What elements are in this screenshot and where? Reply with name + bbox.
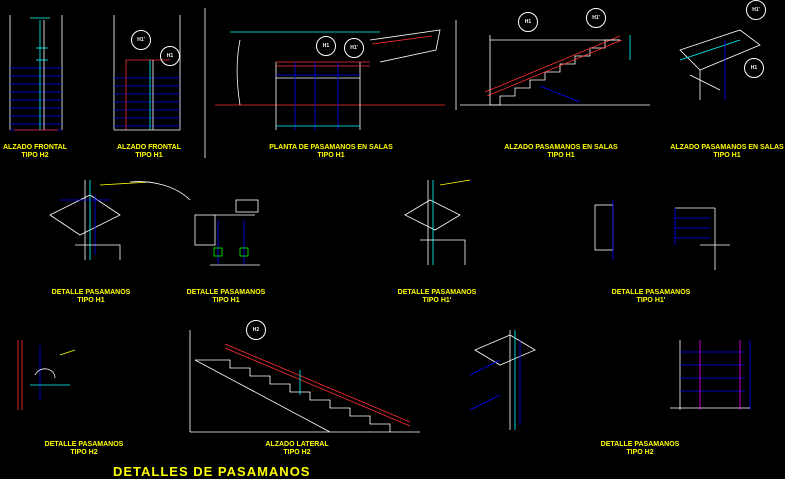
sheet-dividers bbox=[204, 8, 457, 158]
reference-tag-h1: H1 bbox=[160, 46, 180, 66]
view-alzado-pasamanos-salas-2 bbox=[679, 29, 761, 100]
view-detalle-h2-c bbox=[670, 340, 751, 410]
reference-tag-h1p: H1' bbox=[131, 30, 151, 50]
reference-tag-h1p: H1' bbox=[746, 0, 766, 20]
view-detalle-h1p-a bbox=[404, 179, 471, 265]
reference-tag-h1: H1 bbox=[518, 12, 538, 32]
reference-tag-h2: H2 bbox=[246, 320, 266, 340]
reference-tag-h1p: H1' bbox=[344, 38, 364, 58]
view-detalle-h1p-b bbox=[594, 200, 730, 270]
view-alzado-frontal-h2 bbox=[9, 15, 63, 131]
reference-tag-h1: H1 bbox=[744, 58, 764, 78]
reference-tag-h1: H1 bbox=[316, 36, 336, 56]
view-alzado-lateral-h2 bbox=[189, 330, 420, 433]
view-detalle-h1-b bbox=[194, 199, 260, 266]
view-detalle-h1-a bbox=[49, 180, 191, 260]
sheet-title: DETALLES DE PASAMANOS bbox=[113, 464, 311, 479]
reference-tag-h1p: H1' bbox=[586, 8, 606, 28]
view-planta-pasamanos-salas bbox=[215, 29, 445, 130]
view-alzado-pasamanos-salas-1 bbox=[460, 35, 650, 106]
view-detalle-h2-a bbox=[17, 340, 76, 410]
view-detalle-h2-b bbox=[469, 330, 536, 430]
